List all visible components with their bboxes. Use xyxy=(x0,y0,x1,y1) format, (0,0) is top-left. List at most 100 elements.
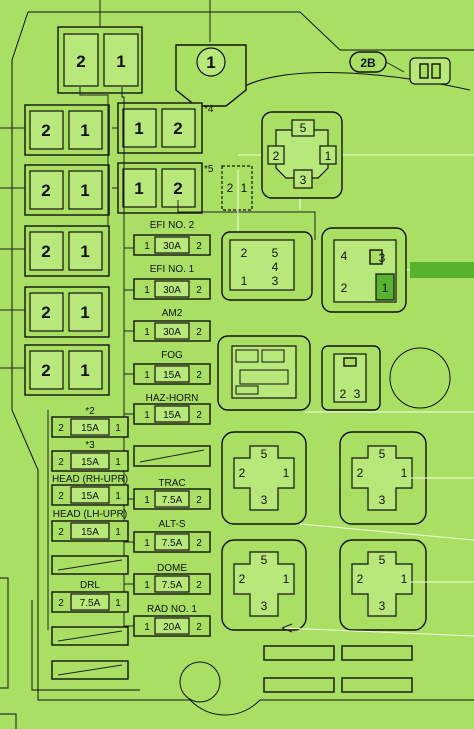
fuse-dome[interactable]: DOME 1 7.5A 2 xyxy=(133,563,211,595)
pin-label: 2 xyxy=(273,149,280,163)
fuse-rating: 7.5A xyxy=(162,495,183,506)
pin-label: 1 xyxy=(241,181,248,195)
pin-label: 1 xyxy=(134,119,143,138)
fuse-rating: 7.5A xyxy=(162,538,183,549)
fuse-name: AM2 xyxy=(162,308,183,319)
fuse-pin: 1 xyxy=(115,457,121,468)
pin-label: 2 xyxy=(41,181,50,200)
pin-label: 2 xyxy=(173,179,182,198)
fuse-pin: 1 xyxy=(144,327,150,338)
fuse-pin: 1 xyxy=(144,580,150,591)
fuse-rating: 15A xyxy=(81,491,99,502)
fuse-spare-left-2[interactable] xyxy=(51,626,129,646)
fuse-spare-slot[interactable] xyxy=(133,445,211,467)
pin-label: 3 xyxy=(379,599,386,613)
fuse-name: DRL xyxy=(80,580,100,591)
pin-label: 2 xyxy=(241,246,248,260)
fuse-pin: 2 xyxy=(196,241,202,252)
pin-label: 1 xyxy=(80,361,89,380)
fuse-rating: 15A xyxy=(81,457,99,468)
fuse-pin: 2 xyxy=(196,410,202,421)
fuse-spare-left-1[interactable] xyxy=(51,555,129,575)
fuse-pin: 1 xyxy=(144,241,150,252)
fuse-name: *2 xyxy=(85,406,95,417)
fuse-pin: 1 xyxy=(115,491,121,502)
pin-label: 5 xyxy=(300,121,307,135)
middle-relay-2: 1 2 xyxy=(117,162,203,214)
pin-label: 4 xyxy=(341,249,348,263)
pin-label: 2 xyxy=(340,387,347,401)
fuse-efi-no1[interactable]: EFI NO. 1 1 30A 2 xyxy=(133,264,211,300)
fuse-efi-no2[interactable]: EFI NO. 2 1 30A 2 xyxy=(133,220,211,256)
fuse-haz-horn[interactable]: HAZ-HORN 1 15A 2 xyxy=(133,393,211,425)
pin-label: 1 xyxy=(134,179,143,198)
fuse-star2[interactable]: *2 2 15A 1 xyxy=(51,406,129,438)
fuse-name: ALT-S xyxy=(158,519,185,530)
fuse-head-rh-upr[interactable]: HEAD (RH-UPR) 2 15A 1 xyxy=(51,474,129,506)
fuse-name: HAZ-HORN xyxy=(146,393,199,404)
fuse-fog[interactable]: FOG 1 15A 2 xyxy=(133,350,211,385)
fuse-name: RAD NO. 1 xyxy=(147,604,197,615)
cross-relay-4: 5 2 1 3 xyxy=(339,539,427,631)
pin-label: 2 xyxy=(357,466,364,480)
highlighted-terminal xyxy=(375,273,395,301)
round-connector: 1 xyxy=(175,44,247,107)
pin-label: 1 xyxy=(283,572,290,586)
connector-2b-tag: 2B xyxy=(349,51,451,85)
fuse-pin: 2 xyxy=(196,538,202,549)
pin-label: 4 xyxy=(272,260,279,274)
fuse-name: EFI NO. 2 xyxy=(150,220,195,231)
fuse-pin: 1 xyxy=(144,495,150,506)
fuse-trac[interactable]: TRAC 1 7.5A 2 xyxy=(133,478,211,510)
fuse-pin: 2 xyxy=(196,285,202,296)
left-relay-2: 2 1 xyxy=(24,164,110,216)
pin-label: 1 xyxy=(283,466,290,480)
fuse-pin: 2 xyxy=(58,457,64,468)
small-relay-dashed: 2 1 xyxy=(221,165,253,211)
fuse-pin: 2 xyxy=(196,580,202,591)
fuse-name: EFI NO. 1 xyxy=(150,264,195,275)
fuse-rating: 15A xyxy=(163,370,181,381)
left-relay-1: 2 1 xyxy=(24,104,110,156)
pin-label: 3 xyxy=(272,274,279,288)
fuse-pin: 2 xyxy=(58,598,64,609)
connector-label: 2B xyxy=(360,56,376,70)
fuse-pin: 1 xyxy=(115,598,121,609)
mounting-hole xyxy=(389,347,451,409)
fuse-name: *3 xyxy=(85,440,95,451)
fuse-drl[interactable]: DRL 2 7.5A 1 xyxy=(51,580,129,613)
fuse-alt-s[interactable]: ALT-S 1 7.5A 2 xyxy=(133,519,211,553)
pin-label: 2 xyxy=(341,281,348,295)
pin-label: 2 xyxy=(227,181,234,195)
relay-socket: 4 3 2 1 xyxy=(321,227,407,313)
fuse-rating: 7.5A xyxy=(80,598,101,609)
pin-label: 1 xyxy=(206,53,215,72)
fuse-rating: 20A xyxy=(163,622,181,633)
pin-label: 1 xyxy=(325,149,332,163)
fuse-name: TRAC xyxy=(158,478,185,489)
pin-label: 5 xyxy=(261,553,268,567)
top-relay: 2 1 xyxy=(57,26,143,94)
pin-label: 1 xyxy=(80,181,89,200)
pin-label: 2 xyxy=(41,303,50,322)
fuse-spare-left-3[interactable] xyxy=(51,660,129,680)
pin-label: 5 xyxy=(379,553,386,567)
fuse-name: HEAD (LH-UPR) xyxy=(53,509,127,520)
fuse-name: HEAD (RH-UPR) xyxy=(52,474,128,485)
mid-connector xyxy=(217,335,311,411)
fuse-rating: 15A xyxy=(163,410,181,421)
fuse-pin: 2 xyxy=(58,491,64,502)
fuse-am2[interactable]: AM2 1 30A 2 xyxy=(133,308,211,342)
fuse-box-outline xyxy=(11,11,474,716)
fuse-rad-no1[interactable]: RAD NO. 1 1 20A 2 xyxy=(133,604,211,637)
fuse-pin: 2 xyxy=(196,495,202,506)
pin-label: 2 xyxy=(239,572,246,586)
fuse-head-lh-upr[interactable]: HEAD (LH-UPR) 2 15A 1 xyxy=(51,509,129,542)
pin-label: 3 xyxy=(261,599,268,613)
note-marker: *4 xyxy=(204,104,214,115)
fuse-star3[interactable]: *3 2 15A 1 xyxy=(51,440,129,472)
left-fuse-column: *2 2 15A 1 *3 2 15A 1 HEAD (RH-UPR) 2 15… xyxy=(51,406,129,680)
pin-label: 5 xyxy=(379,447,386,461)
note-marker: *5 xyxy=(204,164,214,175)
